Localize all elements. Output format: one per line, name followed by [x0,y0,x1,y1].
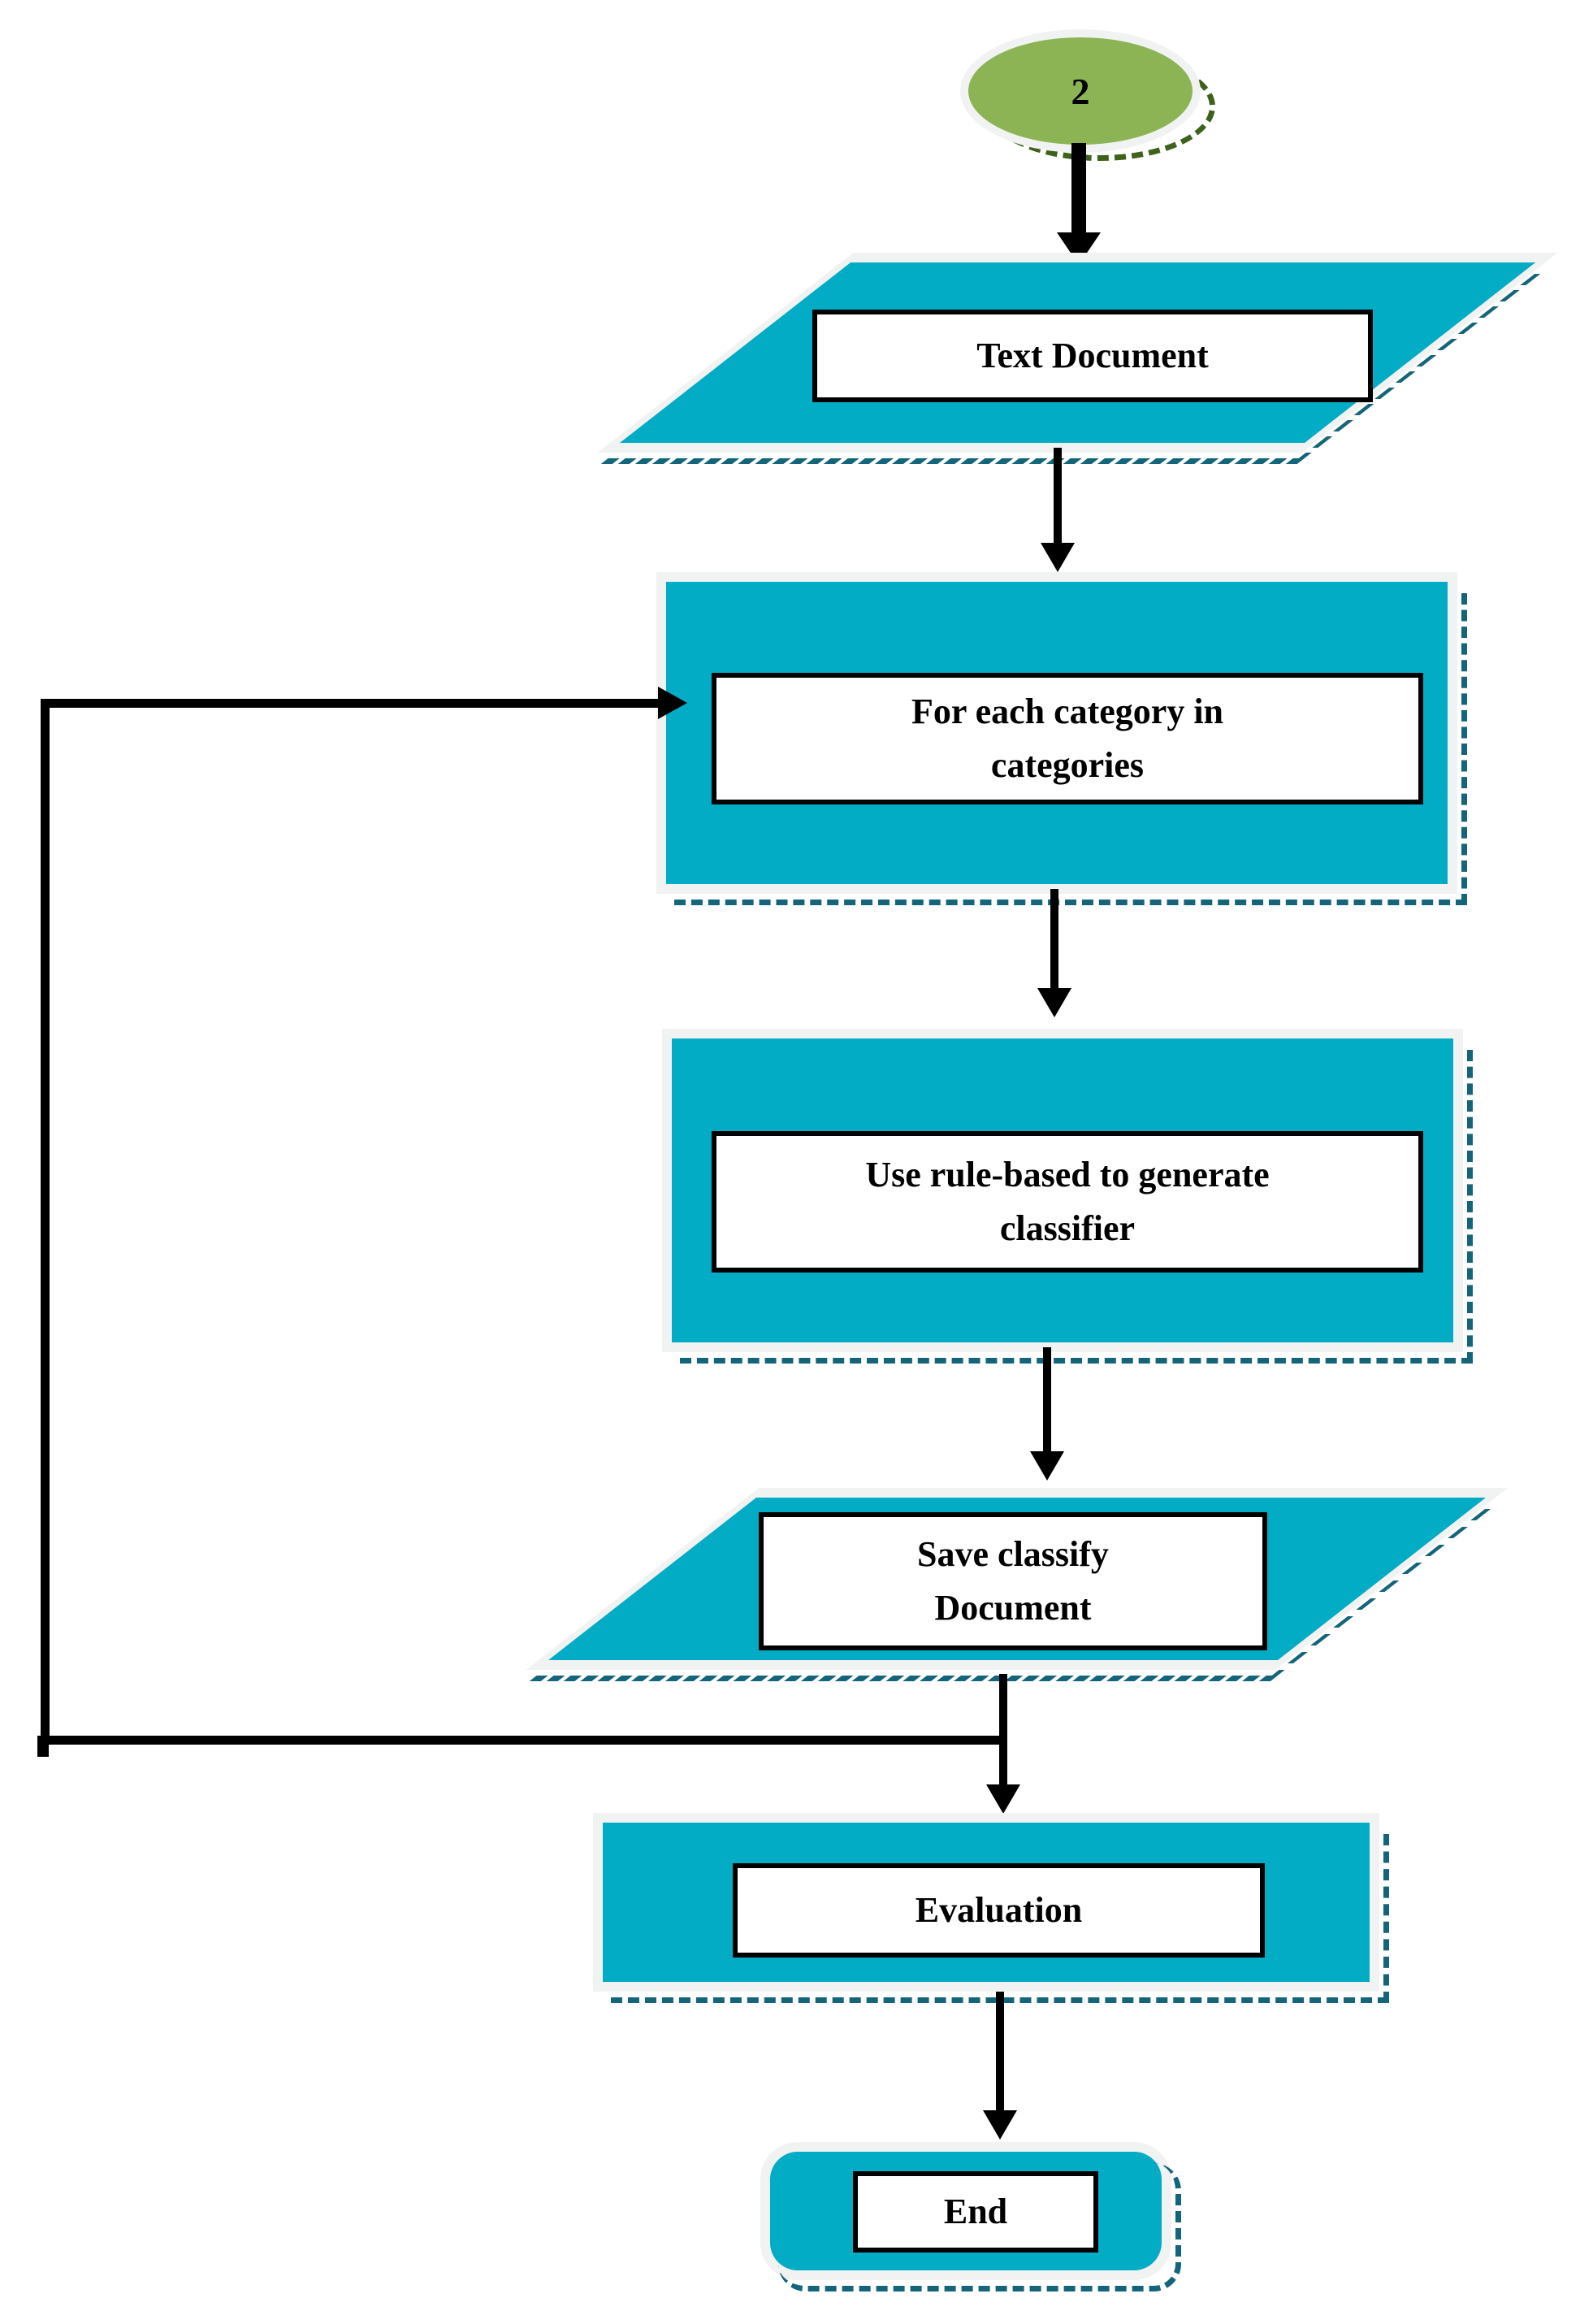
arrow-textdoc-to-foreach-shaft [1054,448,1062,545]
arrow-start-to-textdoc-head [1057,232,1101,265]
arrow-foreach-to-rulebased-shaft [1050,889,1058,988]
start-shadow-ring [985,52,1215,161]
loop-arrow-into-foreach-shaft [41,699,661,708]
node-save-classify-label: Save classify Document [759,1512,1267,1650]
arrow-evaluation-to-end-shaft [996,1992,1004,2110]
node-start-connector: 2 [968,37,1193,145]
arrow-junction-to-evaluation-head [986,1784,1020,1814]
arrow-evaluation-to-end-head [983,2110,1017,2140]
node-evaluation-label: Evaluation [733,1863,1265,1958]
arrow-rulebased-to-save-head [1030,1451,1064,1481]
loop-arrow-into-foreach-head [658,687,687,719]
loop-line-horizontal-bottom [41,1736,1007,1745]
arrow-rulebased-to-save-shaft [1043,1347,1051,1451]
arrow-textdoc-to-foreach-head [1041,543,1075,572]
node-text-document-label: Text Document [812,310,1373,402]
node-use-rule-based-label: Use rule-based to generate classifier [712,1131,1423,1273]
loop-line-down-from-save [999,1674,1007,1744]
arrow-start-to-textdoc-shaft [1071,143,1086,234]
loop-line-vertical-left [41,699,50,1745]
arrow-foreach-to-rulebased-head [1037,988,1071,1017]
arrow-junction-to-evaluation-shaft [999,1745,1007,1787]
node-end-label: End [853,2171,1098,2252]
node-for-each-category-label: For each category in categories [712,673,1423,804]
